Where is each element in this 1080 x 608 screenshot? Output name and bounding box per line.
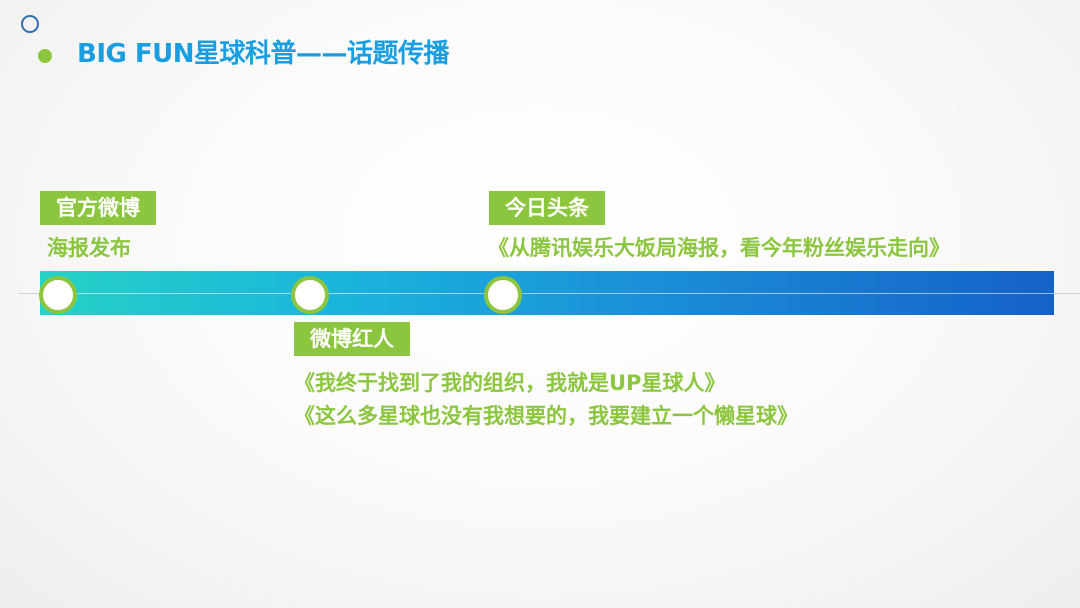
- event-desc-weibo-influencer-2: 《这么多星球也没有我想要的，我要建立一个懒星球》: [294, 404, 798, 428]
- event-desc-weibo-official: 海报发布: [47, 236, 131, 260]
- event-desc-toutiao: 《从腾讯娱乐大饭局海报，看今年粉丝娱乐走向》: [488, 236, 950, 260]
- event-desc-weibo-influencer-1: 《我终于找到了我的组织，我就是UP星球人》: [294, 371, 726, 395]
- page-title: BIG FUN星球科普——话题传播: [77, 39, 450, 69]
- timeline-node-weibo-influencer: [291, 276, 329, 314]
- timeline-node-toutiao: [484, 276, 522, 314]
- event-tag-toutiao: 今日头条: [489, 191, 605, 225]
- event-tag-weibo-official: 官方微博: [40, 191, 156, 225]
- decorative-ring-icon: [21, 15, 39, 33]
- timeline-center-line: [40, 293, 1054, 294]
- event-tag-weibo-influencer: 微博红人: [294, 322, 410, 356]
- timeline-node-weibo-official: [39, 276, 77, 314]
- decorative-dot-icon: [38, 49, 52, 63]
